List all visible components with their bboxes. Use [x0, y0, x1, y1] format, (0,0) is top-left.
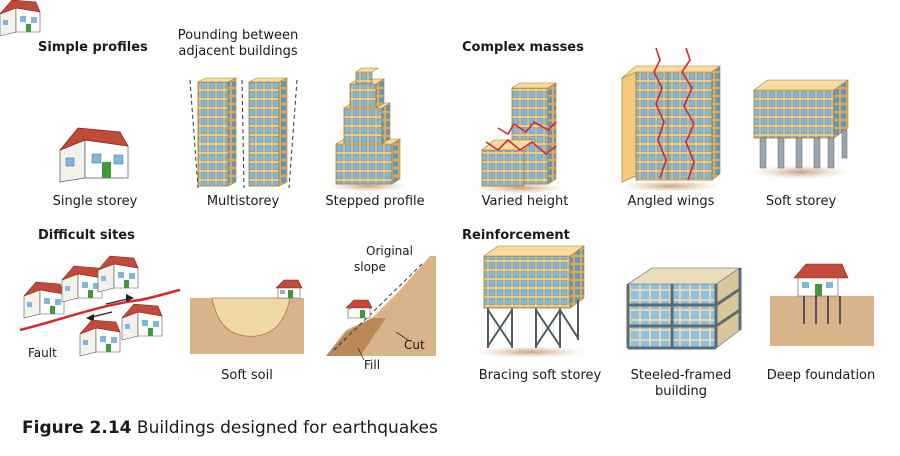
label-single-storey: Single storey [52, 194, 138, 209]
label-multistorey: Multistorey [206, 194, 280, 209]
label-fault: Fault [28, 346, 57, 360]
single-storey-house [59, 127, 129, 183]
label-original-line1: Original [366, 244, 413, 258]
figure-caption: Figure 2.14 Buildings designed for earth… [22, 418, 438, 438]
label-fill: Fill [364, 358, 381, 372]
label-pounding-line2: adjacent buildings [178, 44, 298, 59]
multistorey-buildings [189, 77, 298, 189]
label-varied-height: Varied height [481, 194, 569, 209]
figure-caption-text: Buildings designed for earthquakes [136, 418, 438, 438]
bracing-soft-storey-building [475, 245, 585, 358]
label-steeled-framed-line1: Steeled-framed [630, 368, 732, 383]
label-original-line2: slope [354, 260, 386, 274]
varied-height-building [475, 82, 565, 194]
soft-storey-building [752, 79, 849, 179]
steeled-framed-building [626, 267, 742, 350]
angled-wings-building [620, 47, 721, 192]
label-bracing-soft-storey: Bracing soft storey [478, 368, 602, 383]
label-cut: Cut [404, 338, 425, 352]
label-steeled-framed-line2: building [654, 384, 708, 399]
cut-fill-slope-site [326, 256, 436, 361]
label-stepped-profile: Stepped profile [325, 194, 425, 209]
heading-reinforcement: Reinforcement [462, 228, 570, 243]
soft-soil-site [190, 279, 304, 354]
heading-complex-masses: Complex masses [462, 40, 584, 55]
figure-number: Figure 2.14 [22, 418, 132, 438]
label-soft-soil: Soft soil [221, 368, 273, 383]
deep-foundation-site [770, 263, 874, 346]
heading-simple-profiles: Simple profiles [38, 40, 148, 55]
heading-difficult-sites: Difficult sites [38, 228, 135, 243]
label-pounding-line1: Pounding between [177, 28, 299, 43]
stepped-profile-building [328, 67, 408, 192]
fault-site [0, 0, 181, 357]
label-deep-foundation: Deep foundation [766, 368, 876, 383]
label-angled-wings: Angled wings [627, 194, 715, 209]
label-soft-storey: Soft storey [765, 194, 837, 209]
